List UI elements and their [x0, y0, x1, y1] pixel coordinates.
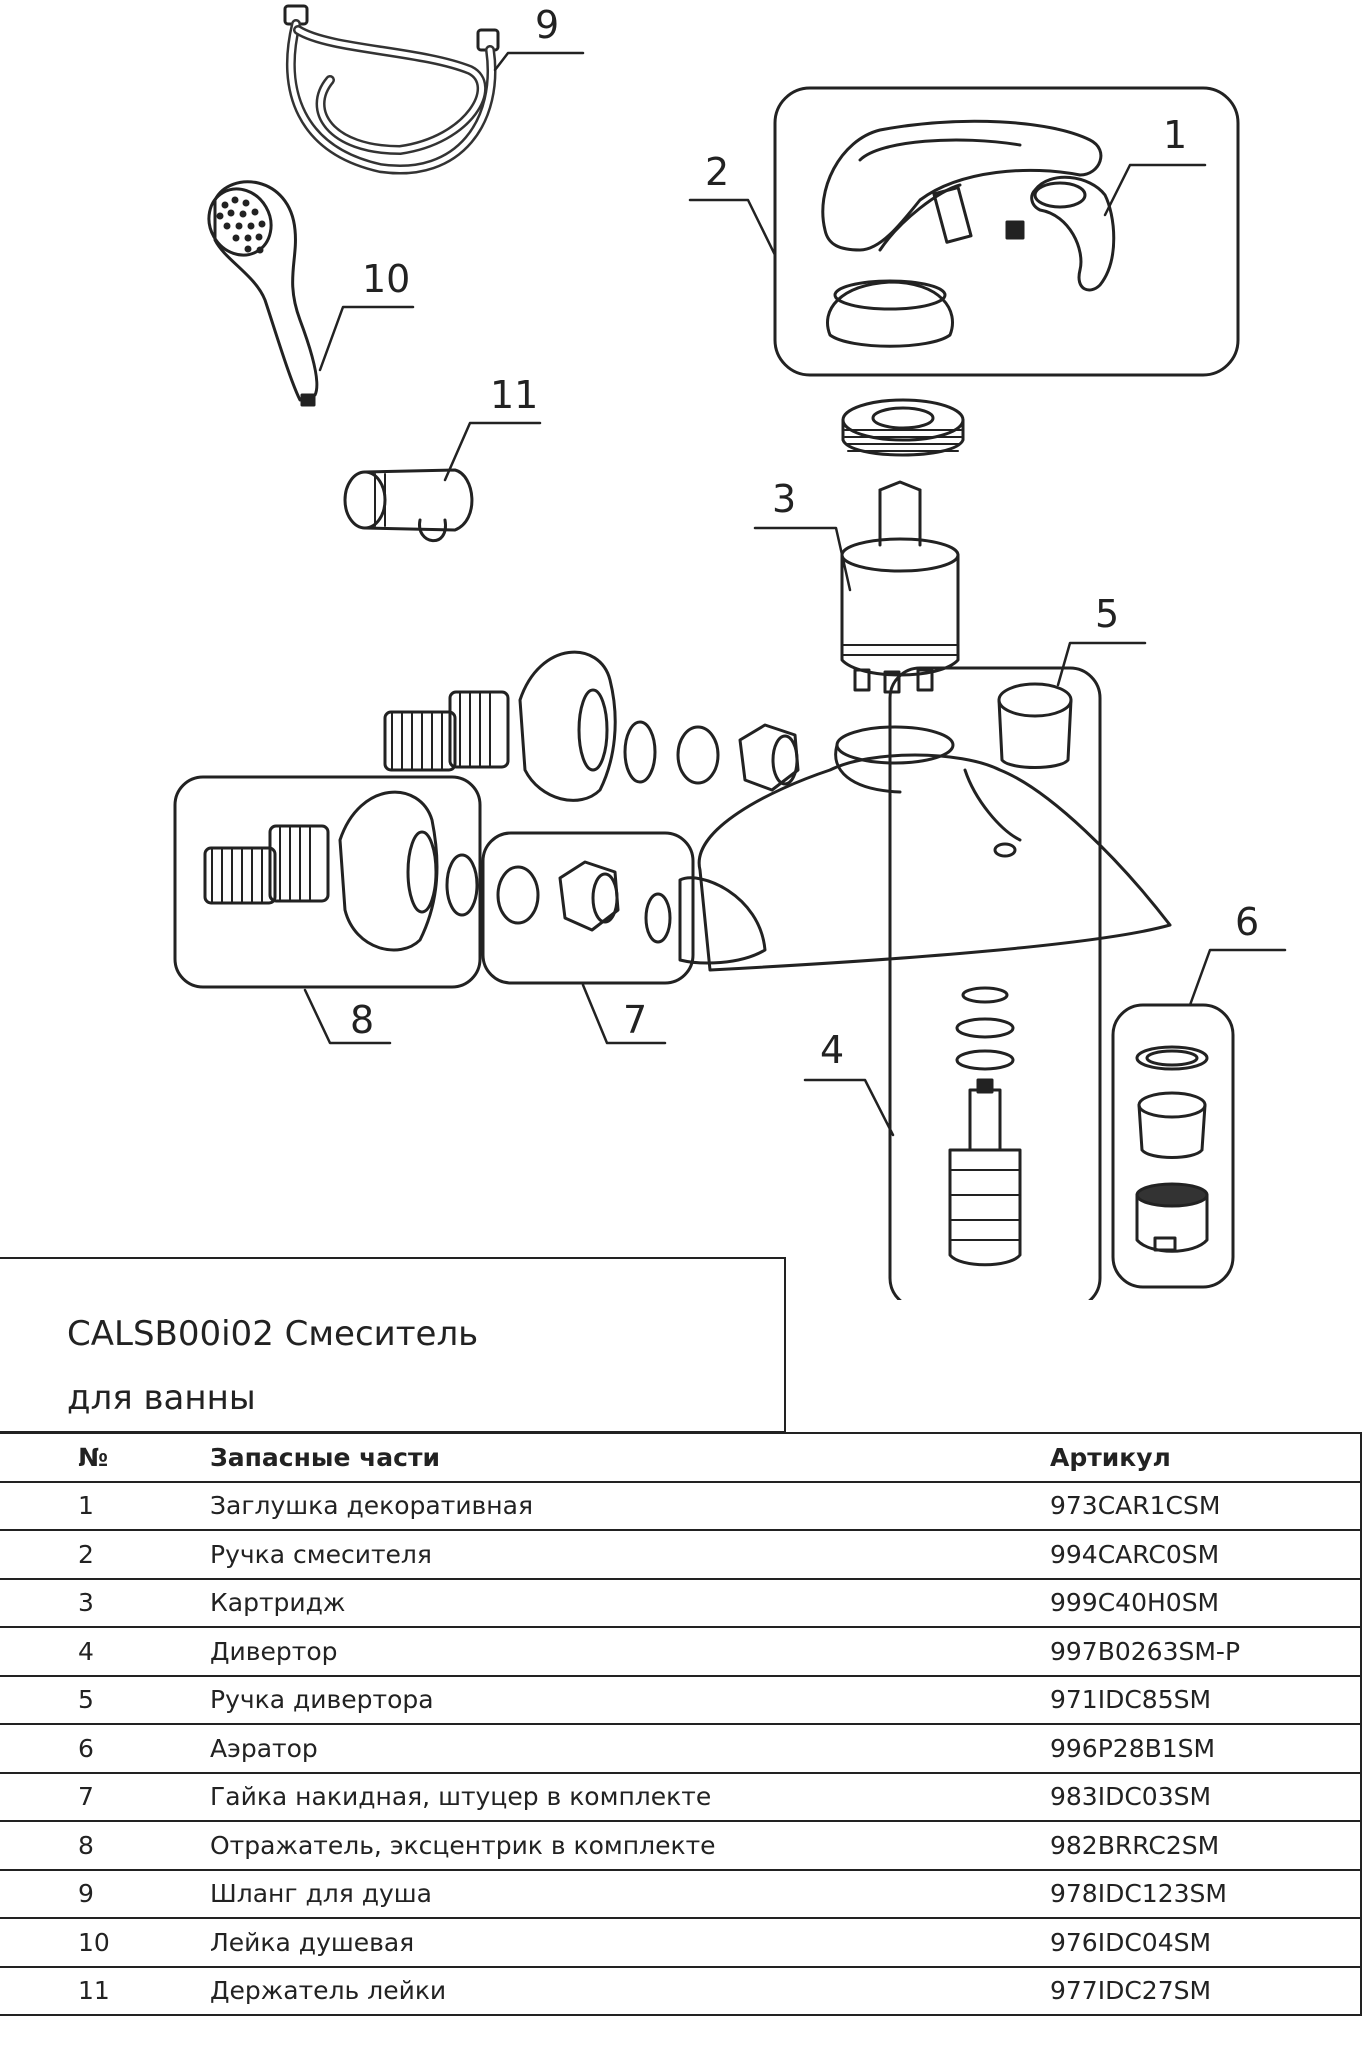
mixer-body-drawing	[678, 725, 1172, 972]
header-article: Артикул	[1050, 1432, 1362, 1483]
row-number: 4	[0, 1626, 210, 1677]
row-article: 994CARC0SM	[1050, 1529, 1362, 1580]
aerator-group-drawing	[1111, 1003, 1235, 1289]
row-part: Ручка смесителя	[210, 1529, 1050, 1580]
row-part: Шланг для душа	[210, 1868, 1050, 1919]
row-number: 6	[0, 1723, 210, 1774]
row-article: 999C40H0SM	[1050, 1577, 1362, 1628]
row-part: Дивертор	[210, 1626, 1050, 1677]
row-part: Заглушка декоративная	[210, 1480, 1050, 1531]
nut-group-drawing	[481, 831, 695, 985]
callout-5: 5	[1095, 592, 1119, 636]
row-article: 997B0263SM-P	[1050, 1626, 1362, 1677]
callout-6: 6	[1235, 900, 1259, 944]
row-number: 7	[0, 1771, 210, 1822]
row-article: 982BRRC2SM	[1050, 1820, 1362, 1871]
row-number: 1	[0, 1480, 210, 1531]
row-part: Картридж	[210, 1577, 1050, 1628]
cartridge-drawing	[840, 480, 960, 694]
row-article: 977IDC27SM	[1050, 1965, 1362, 2016]
shower-holder-drawing	[343, 468, 474, 543]
row-number: 5	[0, 1674, 210, 1725]
callout-2: 2	[705, 150, 729, 194]
row-part: Держатель лейки	[210, 1965, 1050, 2016]
row-article: 973CAR1CSM	[1050, 1480, 1362, 1531]
callout-10: 10	[362, 257, 410, 301]
row-number: 9	[0, 1868, 210, 1919]
row-part: Отражатель, эксцентрик в комплекте	[210, 1820, 1050, 1871]
row-part: Ручка дивертора	[210, 1674, 1050, 1725]
table-header-row: № Запасные части Артикул	[0, 1432, 1362, 1483]
shower-head-drawing	[207, 180, 319, 407]
callout-7: 7	[623, 998, 647, 1042]
leader-lines	[303, 51, 1287, 1137]
callout-8: 8	[350, 998, 374, 1042]
callout-11: 11	[490, 373, 538, 417]
shower-hose-drawing	[283, 4, 500, 175]
title-box: CALSB00i02 Смеситель для ванны	[0, 1257, 786, 1433]
row-article: 983IDC03SM	[1050, 1771, 1362, 1822]
callout-3: 3	[772, 477, 796, 521]
row-number: 8	[0, 1820, 210, 1871]
cartridge-nut-drawing	[841, 398, 965, 457]
row-article: 971IDC85SM	[1050, 1674, 1362, 1725]
callout-1: 1	[1163, 113, 1187, 157]
eccentric-group-drawing	[173, 775, 482, 989]
row-number: 10	[0, 1917, 210, 1968]
inlet-set-back-drawing	[383, 650, 800, 802]
row-number: 11	[0, 1965, 210, 2016]
row-article: 978IDC123SM	[1050, 1868, 1362, 1919]
handle-group-drawing	[773, 86, 1240, 377]
callout-4: 4	[820, 1028, 844, 1072]
row-part: Гайка накидная, штуцер в комплекте	[210, 1771, 1050, 1822]
callout-9: 9	[535, 3, 559, 47]
header-part: Запасные части	[210, 1432, 1050, 1483]
diverter-group-drawing	[888, 666, 1102, 1300]
header-number: №	[0, 1432, 210, 1483]
row-part: Лейка душевая	[210, 1917, 1050, 1968]
row-article: 976IDC04SM	[1050, 1917, 1362, 1968]
row-number: 2	[0, 1529, 210, 1580]
row-part: Аэратор	[210, 1723, 1050, 1774]
document-title: CALSB00i02 Смеситель для ванны	[67, 1314, 479, 1418]
row-number: 3	[0, 1577, 210, 1628]
exploded-parts-diagram: 1 2 3 4 5 6 7 8 9 10 11	[173, 3, 1287, 1300]
row-article: 996P28B1SM	[1050, 1723, 1362, 1774]
